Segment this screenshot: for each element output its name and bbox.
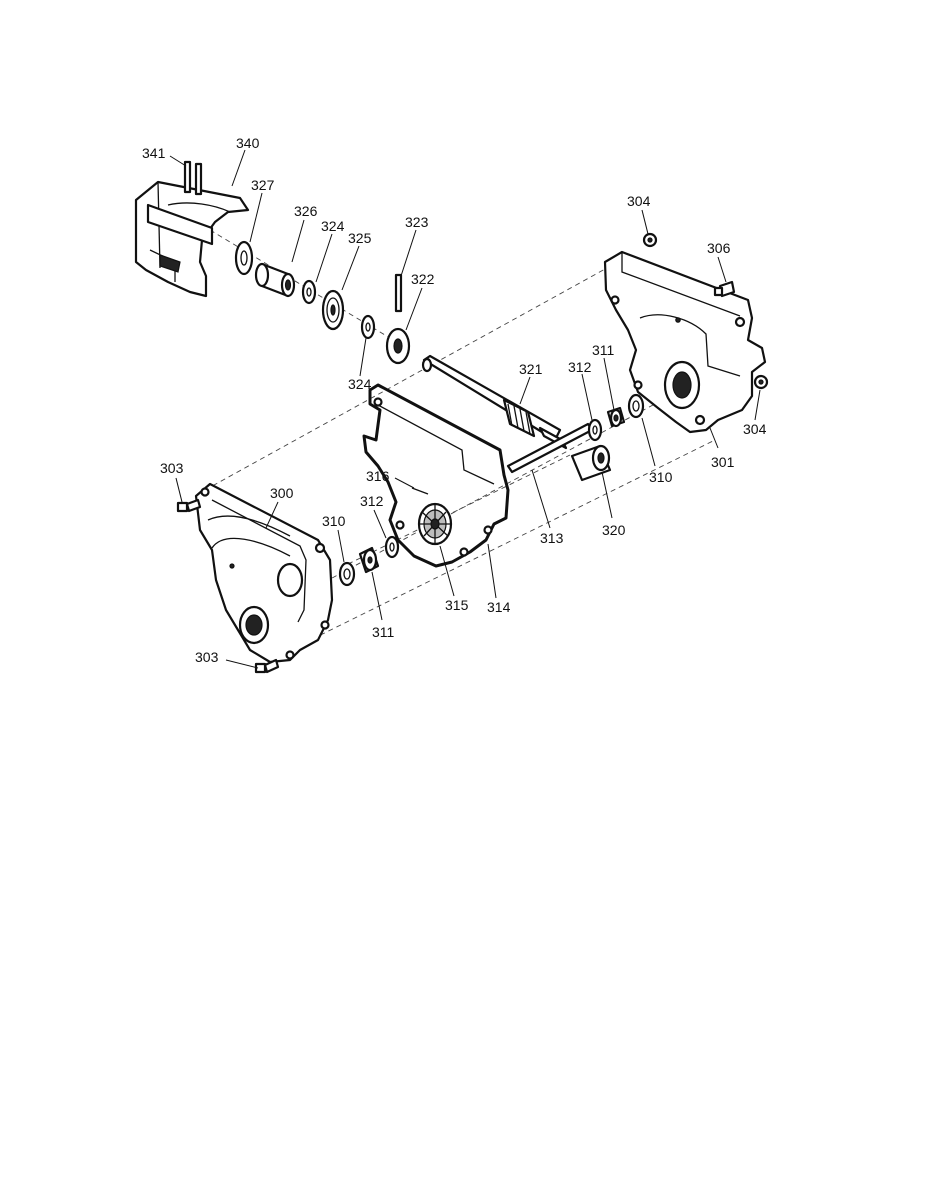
label-316: 316: [366, 468, 390, 484]
part-325-thrust-bearing: [321, 289, 345, 331]
part-324-washer-upper: [301, 279, 317, 305]
label-324-lower: 324: [348, 376, 372, 392]
part-300-gearbox-half-left: [194, 482, 334, 664]
label-315: 315: [445, 597, 469, 613]
label-321: 321: [519, 361, 543, 377]
label-312-lower: 312: [360, 493, 384, 509]
label-320: 320: [602, 522, 626, 538]
part-312-washer-lower: [384, 535, 400, 559]
part-310-washer-lower: [338, 561, 356, 587]
part-316-pin: [411, 487, 429, 495]
part-326-bushing: [254, 262, 296, 298]
part-321-worm-shaft: [421, 354, 568, 450]
label-325: 325: [348, 230, 372, 246]
label-322: 322: [411, 271, 435, 287]
label-341: 341: [142, 145, 166, 161]
part-306-fitting: [713, 280, 736, 298]
label-304-bottom: 304: [743, 421, 767, 437]
part-327-washer: [234, 240, 254, 276]
label-310-upper: 310: [649, 469, 673, 485]
label-340: 340: [236, 135, 260, 151]
part-324-washer-lower: [360, 314, 376, 340]
part-304-screw-bottom: [753, 374, 769, 390]
part-320-bushing: [570, 444, 612, 482]
part-310-washer-upper: [627, 393, 645, 419]
part-312-washer-upper: [587, 418, 603, 442]
label-303-bottom: 303: [195, 649, 219, 665]
part-303-screw-bottom: [254, 658, 280, 674]
label-311-lower: 311: [372, 624, 395, 640]
part-322-flange-nut: [385, 327, 411, 365]
part-341-pins: [183, 160, 203, 196]
label-326: 326: [294, 203, 318, 219]
label-306: 306: [707, 240, 731, 256]
label-313: 313: [540, 530, 564, 546]
part-315-gear: [417, 502, 453, 546]
label-324-upper: 324: [321, 218, 345, 234]
label-312-upper: 312: [568, 359, 592, 375]
part-323-pin: [394, 273, 403, 313]
label-310-lower: 310: [322, 513, 346, 529]
label-311-upper: 311: [592, 342, 615, 358]
part-311-bushing-lower: [358, 546, 380, 574]
part-311-bushing-upper: [606, 406, 626, 428]
label-327: 327: [251, 177, 275, 193]
label-314: 314: [487, 599, 511, 615]
leader-lines: [169, 149, 761, 669]
part-340-chute-bracket: [134, 180, 250, 298]
label-303-top: 303: [160, 460, 184, 476]
part-303-screw-top: [176, 498, 202, 513]
label-323: 323: [405, 214, 429, 230]
part-314-gasket: [362, 383, 510, 568]
label-304-top: 304: [627, 193, 651, 209]
label-300: 300: [270, 485, 294, 501]
part-labels: 341 340 327 326 324 325 323 322 324 304 …: [142, 135, 767, 665]
part-301-gearbox-half-right: [603, 250, 767, 434]
label-301: 301: [711, 454, 735, 470]
part-304-screw-top: [642, 232, 658, 248]
